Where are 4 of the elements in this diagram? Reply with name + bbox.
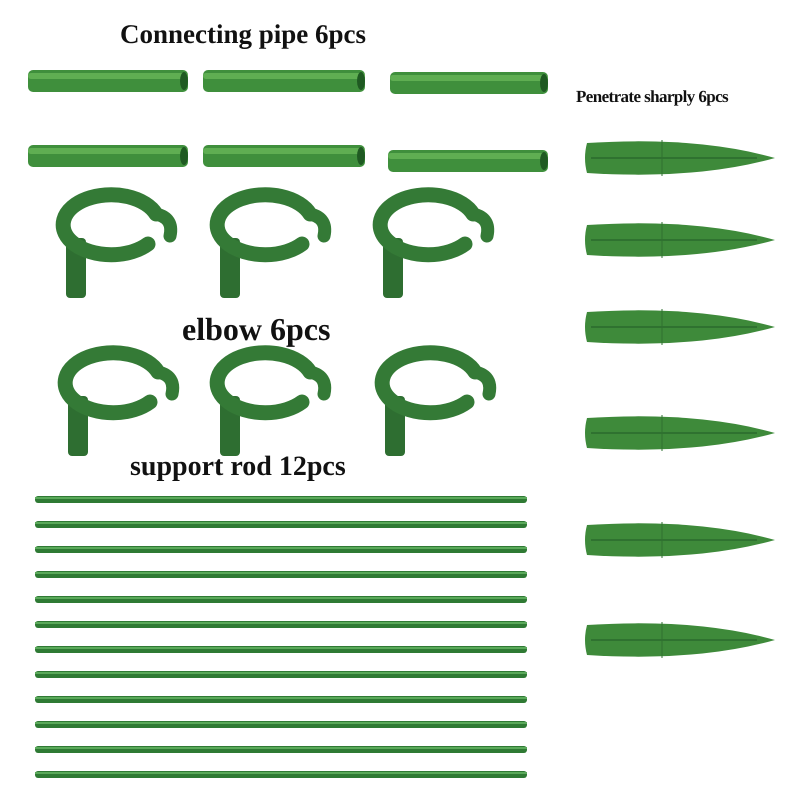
part-label: support rod 12pcs: [130, 452, 346, 483]
part-label: Connecting pipe 6pcs: [120, 20, 366, 50]
part-label: elbow 6pcs: [182, 312, 330, 348]
part-label: Penetrate sharply 6pcs: [576, 88, 728, 107]
